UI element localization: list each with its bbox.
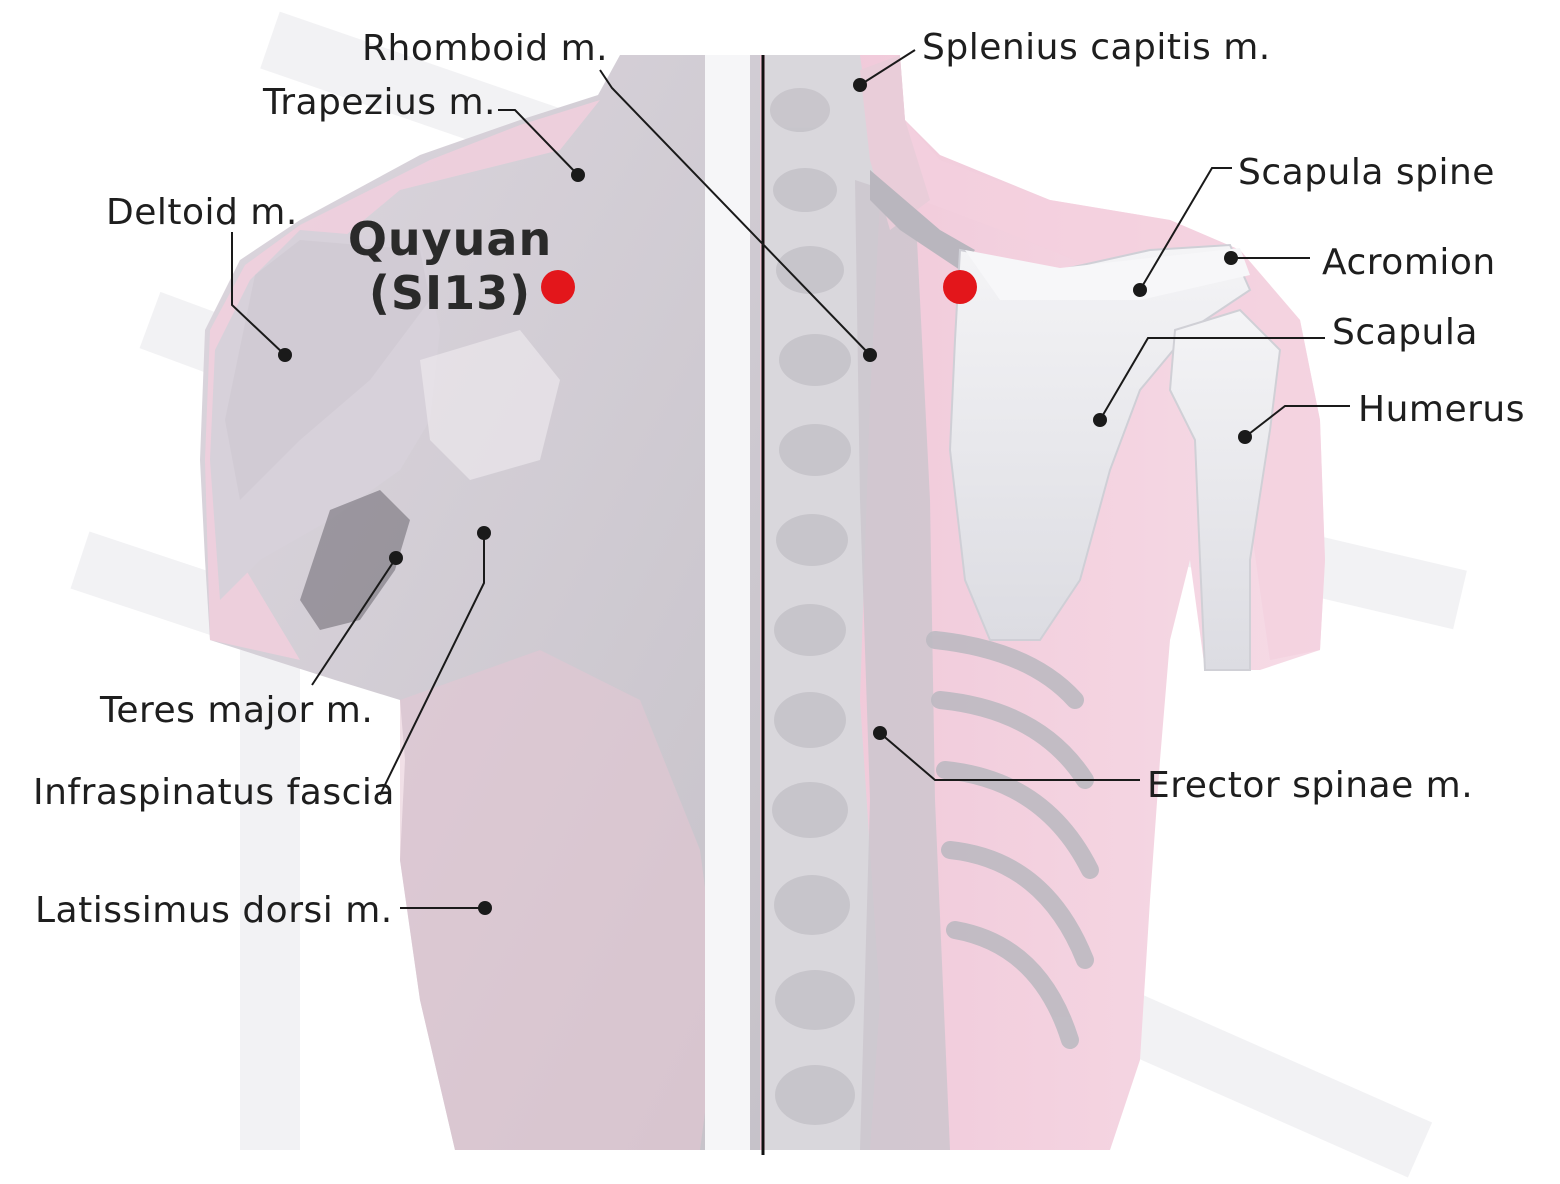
label-deltoid: Deltoid m. bbox=[106, 192, 298, 233]
label-scapula: Scapula bbox=[1332, 312, 1478, 353]
label-latissimus: Latissimus dorsi m. bbox=[35, 890, 393, 931]
leader-lines bbox=[231, 49, 1350, 909]
label-infraspinatus: Infraspinatus fascia bbox=[33, 772, 395, 813]
acupoint-code: (SI13) bbox=[368, 266, 532, 321]
torso-silhouette bbox=[200, 55, 1325, 1150]
label-acromion: Acromion bbox=[1322, 242, 1496, 283]
acupoint-marker-right bbox=[943, 270, 977, 304]
label-rhomboid: Rhomboid m. bbox=[362, 28, 609, 69]
acupoint-title: Quyuan (SI13) bbox=[340, 212, 560, 321]
label-splenius: Splenius capitis m. bbox=[922, 27, 1271, 68]
label-teres-major: Teres major m. bbox=[100, 690, 374, 731]
leader-dots bbox=[278, 78, 1252, 915]
acupoint-marker-left bbox=[541, 270, 575, 304]
label-scapula-spine: Scapula spine bbox=[1238, 152, 1495, 193]
label-humerus: Humerus bbox=[1358, 389, 1525, 430]
label-trapezius: Trapezius m. bbox=[263, 82, 496, 123]
acupoint-name: Quyuan bbox=[347, 212, 553, 266]
label-erector-spinae: Erector spinae m. bbox=[1147, 765, 1474, 806]
